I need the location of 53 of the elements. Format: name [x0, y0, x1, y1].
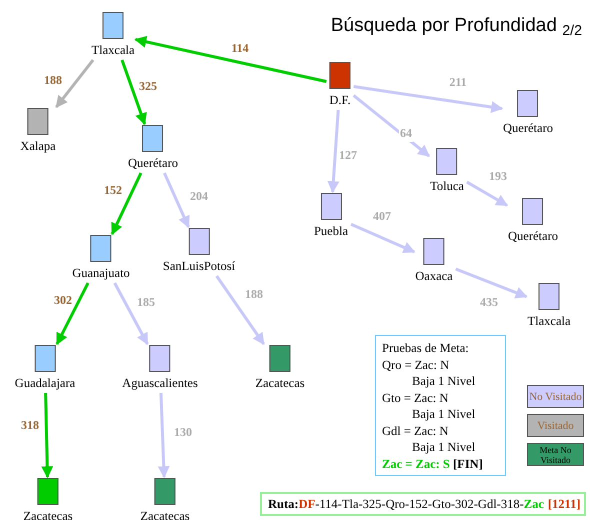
arrow [113, 282, 149, 346]
city-name: Zacatecas [23, 509, 73, 520]
test-line: Pruebas de Meta: [382, 340, 470, 356]
route-goal: Zac [524, 496, 544, 513]
arrow [353, 85, 504, 113]
city-name: Puebla [314, 224, 348, 238]
goal-test-box [375, 335, 506, 476]
city-name: Querétaro [128, 156, 178, 170]
test-line: Qro = Zac: N [382, 356, 450, 373]
arrow [327, 110, 340, 194]
arrow [41, 392, 54, 478]
arrow [352, 94, 430, 158]
city-name: Tlaxcala [91, 43, 135, 57]
city-name: Querétaro [508, 229, 558, 243]
test-line: Baja 1 Nivel [411, 439, 476, 456]
arrow [110, 172, 142, 236]
route-start: DF [298, 496, 316, 513]
legend-swatch: Meta No Visitado [527, 443, 584, 466]
arrow [56, 282, 90, 346]
test-line: Gto = Zac: N [382, 390, 450, 406]
arrow [215, 275, 265, 345]
route-box [260, 492, 586, 516]
legend-swatch: No Visitado [527, 385, 584, 408]
end-tag: [FIN] [453, 456, 483, 470]
title: Búsqueda por Profundidad $_{2/2}$ [330, 14, 582, 40]
city-name: Aguascalientes [122, 376, 198, 390]
city-name: Guadalajara [14, 376, 76, 390]
city-name: Toluca [430, 179, 464, 193]
city-name: Querétaro [503, 121, 553, 135]
arrow [466, 180, 508, 207]
city-name: Guanajuato [72, 266, 130, 280]
city-name: SanLuisPotosí [162, 259, 236, 273]
arrow [120, 60, 147, 126]
test-line: Baja 1 Nivel [411, 373, 476, 390]
arrow [55, 59, 94, 108]
city-name: Oaxaca [415, 269, 453, 283]
test-line: Gdl = Zac: N [382, 422, 450, 439]
arrow [134, 36, 327, 83]
city-name: Zacatecas [255, 376, 305, 390]
test-line: Baja 1 Nivel [411, 406, 476, 422]
city-name: Xalapa [20, 139, 56, 153]
test-result: Zac = Zac: S [382, 456, 450, 470]
legend-swatch: Visitado [527, 414, 584, 437]
city-name: D.F. [329, 93, 351, 107]
arrow [455, 268, 528, 298]
arrow [163, 172, 190, 228]
city-name: Zacatecas [140, 509, 190, 520]
route-steps: -114-Tla-325-Qro-152-Gto-302-Gdl-318- [315, 494, 524, 514]
city-name: Tlaxcala [527, 314, 571, 328]
arrow [350, 222, 416, 254]
arrow [158, 392, 170, 478]
route-label: Ruta: [268, 496, 299, 513]
route-cost: [1211] [548, 496, 581, 513]
